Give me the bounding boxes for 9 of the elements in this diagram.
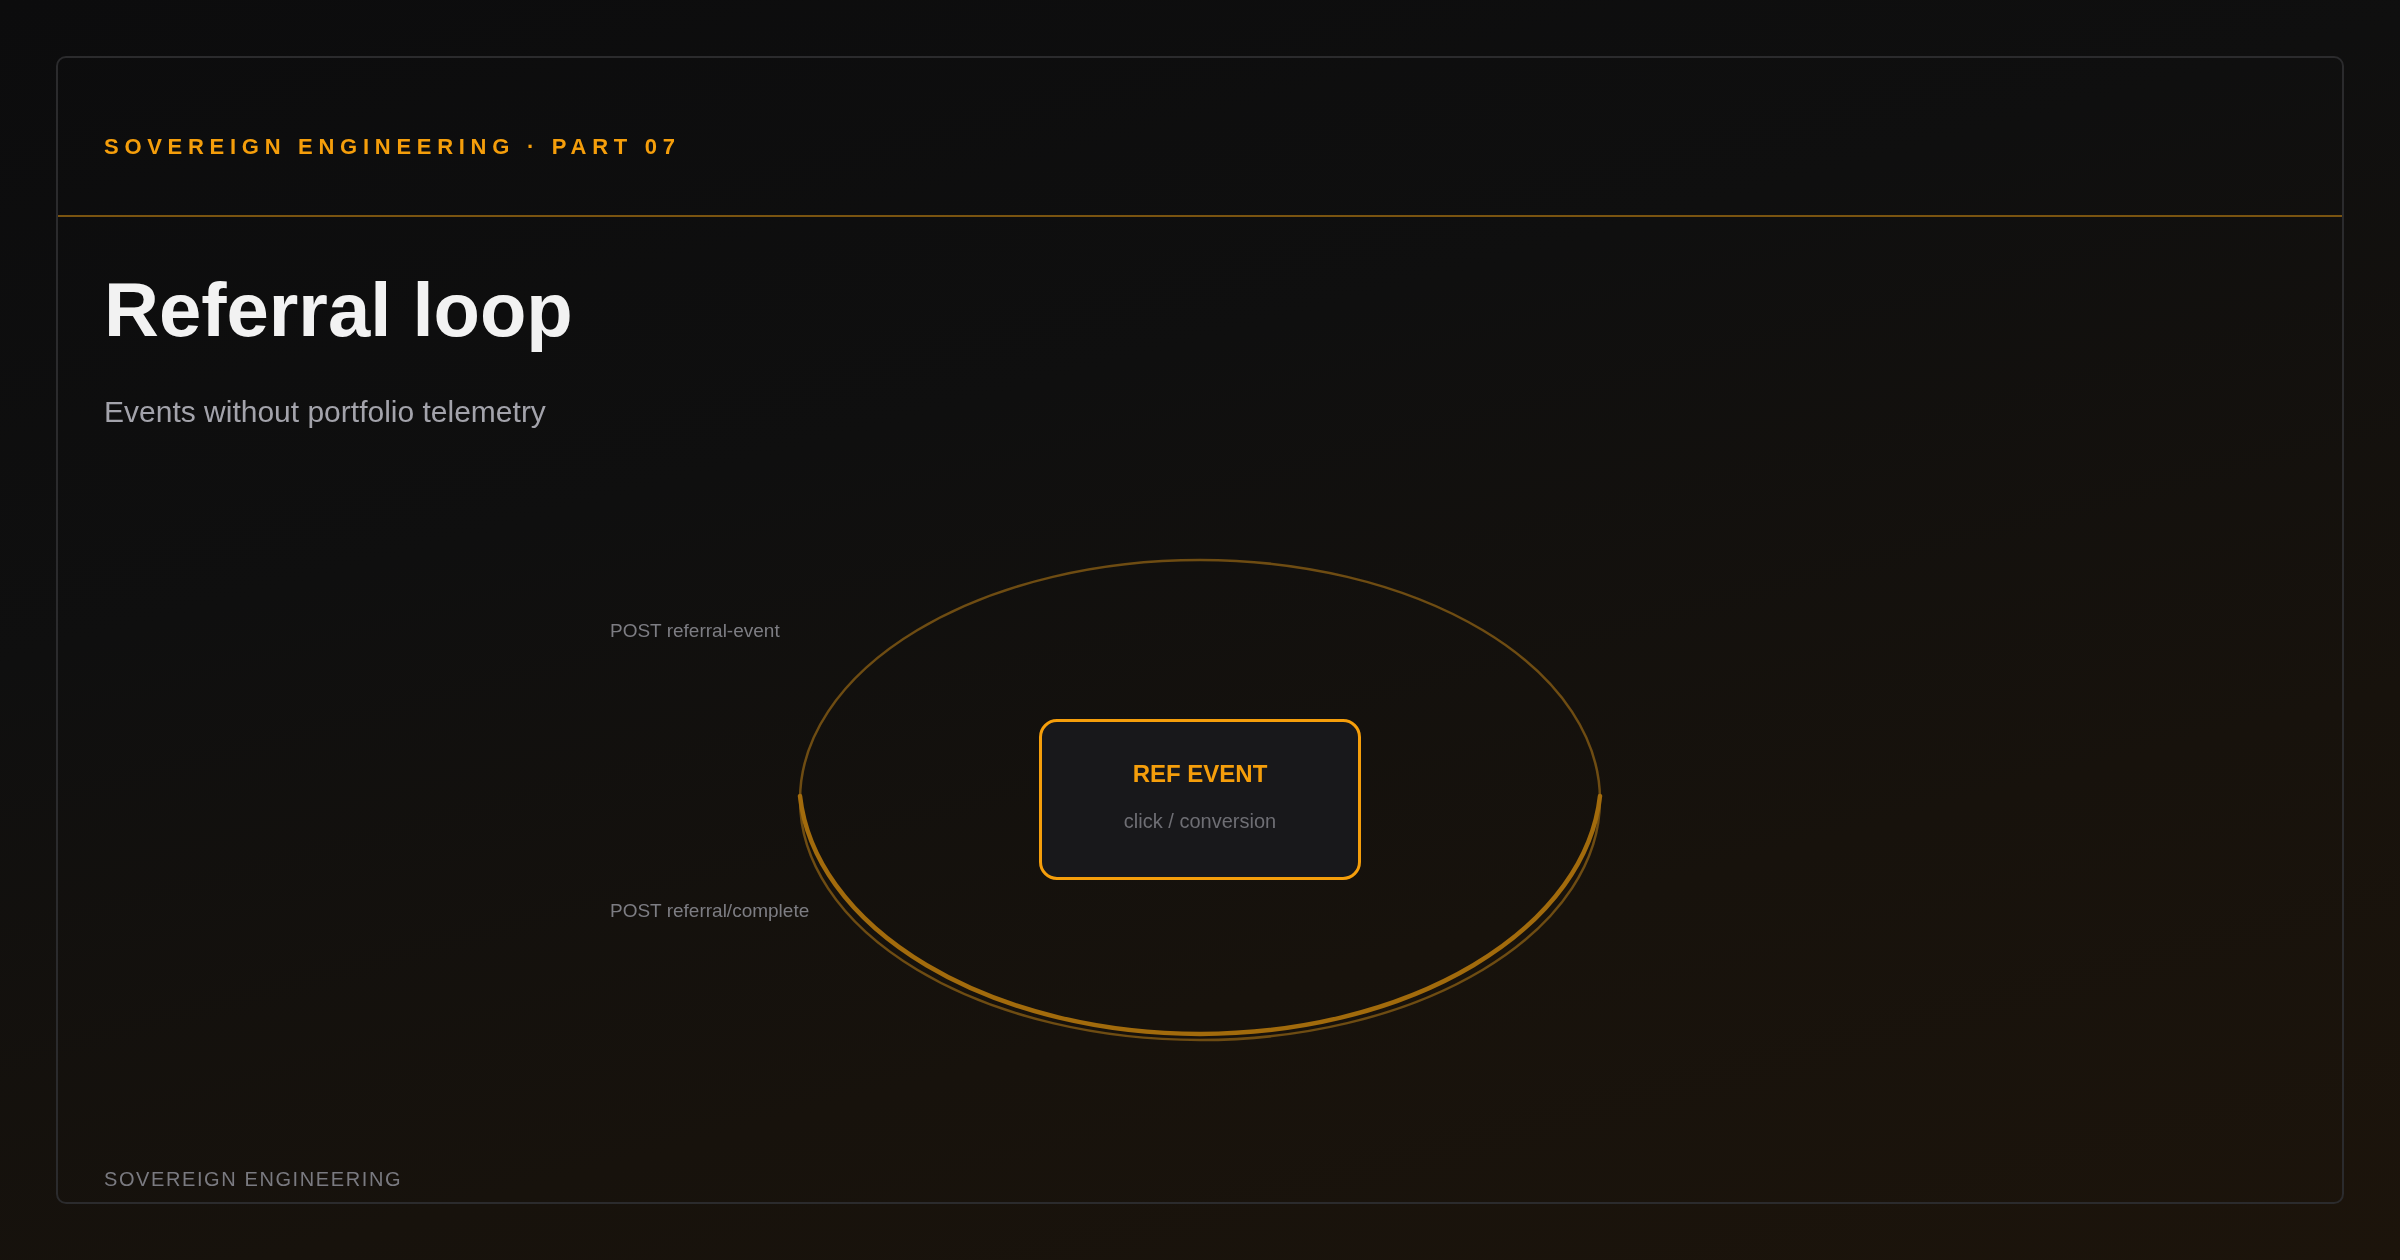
series-kicker: SOVEREIGN ENGINEERING · PART 07 [104, 134, 681, 161]
slide-title: Referral loop [104, 268, 573, 352]
node-title: REF EVENT [1132, 760, 1268, 789]
footer-text: SOVEREIGN ENGINEERING [104, 1167, 403, 1191]
endpoint-label: POST referral/complete [610, 900, 810, 923]
subtitle: Events without portfolio telemetry [104, 394, 546, 430]
endpoint-label: POST referral-event [610, 620, 780, 643]
node-subtitle: click / conversion [1123, 808, 1277, 833]
event-box [1039, 719, 1361, 880]
